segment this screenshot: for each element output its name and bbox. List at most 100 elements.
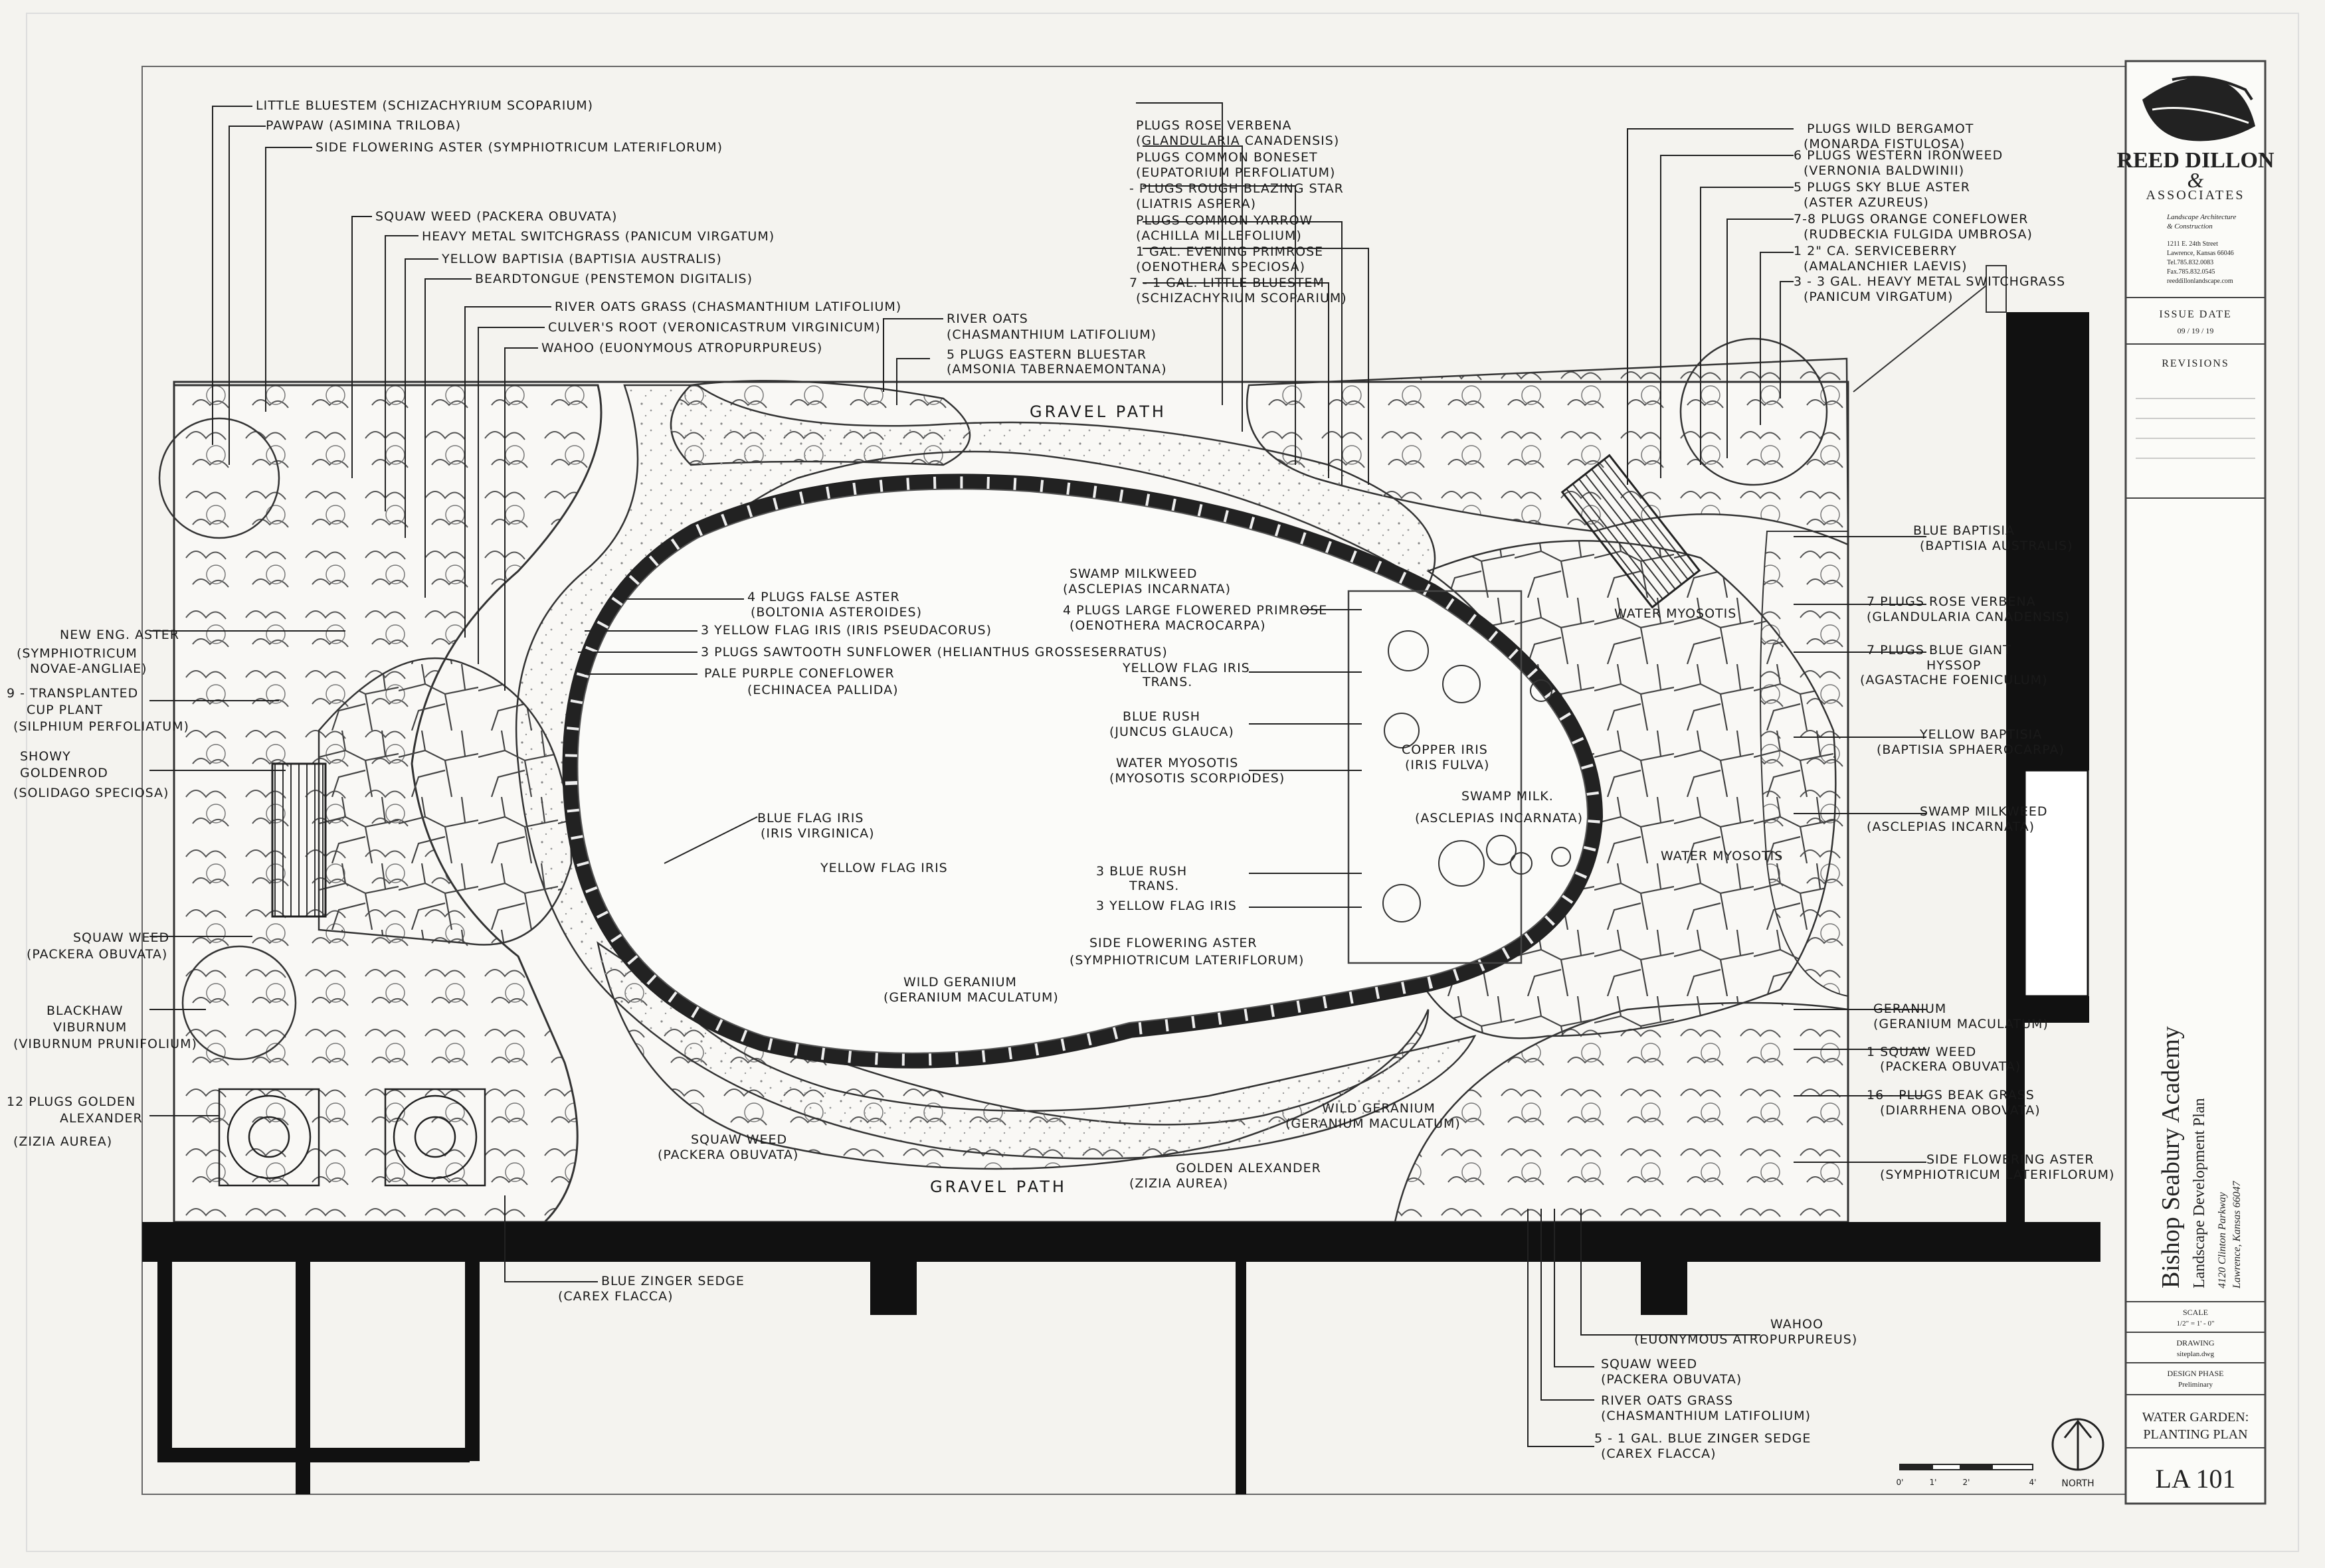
plan-label: (JUNCUS GLAUCA) <box>1109 725 1234 739</box>
building-interior-right <box>2023 769 2089 998</box>
plan-label: (SILPHIUM PERFOLIATUM) <box>13 719 189 734</box>
plan-label: BLUE BAPTISIA <box>1913 523 2015 538</box>
plan-label: 1 2" CA. SERVICEBERRY <box>1794 244 1957 258</box>
sheet-number: LA 101 <box>2155 1464 2235 1494</box>
project-address-2: Lawrence, Kansas 66047 <box>2231 1180 2243 1289</box>
pond-water <box>577 488 1589 1054</box>
project-title: Bishop Seabury Academy <box>2157 1026 2185 1288</box>
plan-label: NEW ENG. ASTER <box>60 628 179 642</box>
bench-west <box>271 762 327 918</box>
plan-label: 6 PLUGS WESTERN IRONWEED <box>1794 148 2003 163</box>
plan-label: 9 - TRANSPLANTED <box>7 686 138 701</box>
plan-label: (ASCLEPIAS INCARNATA) <box>1063 582 1231 596</box>
plan-label: (EUPATORIUM PERFOLIATUM) <box>1136 165 1335 180</box>
plan-label: SWAMP MILK. <box>1461 789 1554 804</box>
plan-label: (SYMPHIOTRICUM LATERIFLORUM) <box>1880 1168 2114 1182</box>
plan-label: 7-8 PLUGS ORANGE CONEFLOWER <box>1794 212 2029 226</box>
firm-logo-leaf-icon <box>2142 76 2255 141</box>
plan-label: 4' <box>2029 1478 2037 1487</box>
plan-label: BLUE RUSH <box>1123 709 1200 724</box>
plan-label: 3 YELLOW FLAG IRIS <box>1096 899 1237 913</box>
plan-label: (MONARDA FISTULOSA) <box>1804 137 1965 151</box>
plan-label: (GERANIUM MACULATUM) <box>1285 1116 1461 1131</box>
plan-label: (LIATRIS ASPERA) <box>1136 197 1256 211</box>
plan-label: DRAWING <box>2176 1338 2214 1348</box>
plan-label: (AGASTACHE FOENICULUM) <box>1860 673 2047 687</box>
plan-label: 7 - 1 GAL. LITTLE BLUESTEM <box>1129 276 1325 290</box>
plan-label: (SYMPHIOTRICUM <box>17 646 138 661</box>
plan-label: PALE PURPLE CONEFLOWER <box>704 666 895 681</box>
label-river-oats-grass: RIVER OATS GRASS (CHASMANTHIUM LATIFOLIU… <box>555 300 901 314</box>
plan-label: (OENOTHERA SPECIOSA) <box>1136 260 1305 274</box>
label-eastern-bluestar-sci: (AMSONIA TABERNAEMONTANA) <box>947 362 1167 377</box>
plan-label: (GLANDULARIA CANADENSIS) <box>1136 133 1339 148</box>
label-river-oats: RIVER OATS <box>947 311 1028 326</box>
plan-label: (PACKERA OBUVATA) <box>658 1148 798 1162</box>
plan-label: (OENOTHERA MACROCARPA) <box>1070 618 1266 633</box>
north-label: NORTH <box>2061 1478 2094 1489</box>
aquatic-planting-zone <box>1347 590 1523 964</box>
labels-top-left: LITTLE BLUESTEM (SCHIZACHYRIUM SCOPARIUM… <box>256 98 901 355</box>
plan-label: (VIBURNUM PRUNIFOLIUM) <box>13 1037 197 1051</box>
plan-label: Landscape Architecture <box>2166 213 2236 221</box>
plan-label: Tel.785.832.0083 <box>2167 259 2213 266</box>
plan-label: WAHOO <box>1770 1317 1823 1332</box>
plan-label: WILD GERANIUM <box>903 975 1017 990</box>
sheet-title-1: WATER GARDEN: <box>2142 1410 2249 1425</box>
tree-symbols <box>158 337 1828 1061</box>
plan-label: (SCHIZACHYRIUM SCOPARIUM) <box>1136 291 1347 305</box>
plan-label: COPPER IRIS <box>1402 742 1488 757</box>
plan-label: 5 PLUGS SKY BLUE ASTER <box>1794 180 1970 195</box>
door-frame <box>1986 265 2007 313</box>
plan-label: 7 PLUGS ROSE VERBENA <box>1867 594 2036 609</box>
plan-label: (RUDBECKIA FULGIDA UMBROSA) <box>1804 227 2033 242</box>
plan-label: (ASCLEPIAS INCARNATA) <box>1415 811 1583 826</box>
scale-bar: 0' 1' 2' 4' <box>1897 1464 2037 1487</box>
plan-label: (SYMPHIOTRICUM LATERIFLORUM) <box>1070 953 1304 968</box>
gravel-path-label-south: GRAVEL PATH <box>930 1177 1067 1196</box>
plan-label: Lawrence, Kansas 66046 <box>2167 250 2234 257</box>
plan-label: Fax.785.832.0545 <box>2167 268 2215 276</box>
plan-label: HYSSOP <box>1926 658 1981 673</box>
title-block: REED DILLON & ASSOCIATES Landscape Archi… <box>2116 60 2275 1505</box>
plan-label: GERANIUM <box>1873 1002 1946 1016</box>
plan-label: (CAREX FLACCA) <box>1601 1446 1717 1461</box>
label-little-bluestem: LITTLE BLUESTEM (SCHIZACHYRIUM SCOPARIUM… <box>256 98 593 113</box>
plan-label: (EUONYMOUS ATROPURPUREUS) <box>1634 1332 1857 1347</box>
plan-label: (ACHILLA MILLEFOLIUM) <box>1136 228 1302 243</box>
plan-label: SIDE FLOWERING ASTER <box>1926 1152 2094 1167</box>
plan-label: (GERANIUM MACULATUM) <box>1873 1017 2049 1031</box>
plan-label: 3 PLUGS SAWTOOTH SUNFLOWER (HELIANTHUS G… <box>701 645 1168 659</box>
issue-date-label: ISSUE DATE <box>2159 309 2231 320</box>
building-walls <box>142 312 2100 1494</box>
plan-label: 3 BLUE RUSH <box>1096 864 1187 879</box>
sheet-title-2: PLANTING PLAN <box>2143 1427 2247 1442</box>
firm-name-2: ASSOCIATES <box>2146 188 2245 203</box>
plan-label: 1 GAL. EVENING PRIMROSE <box>1136 244 1323 259</box>
plan-label: (ZIZIA AUREA) <box>1129 1176 1228 1191</box>
plan-label: SWAMP MILKWEED <box>1070 566 1198 581</box>
labels-bottom: BLUE ZINGER SEDGE (CAREX FLACCA) WAHOO (… <box>558 1274 1857 1461</box>
label-side-flowering-aster: SIDE FLOWERING ASTER (SYMPHIOTRICUM LATE… <box>316 140 723 155</box>
plan-label: siteplan.dwg <box>2177 1350 2214 1358</box>
plan-label: (CAREX FLACCA) <box>558 1289 674 1304</box>
plan-label: 4 PLUGS LARGE FLOWERED PRIMROSE <box>1063 603 1327 618</box>
plan-label: VIBURNUM <box>53 1020 127 1035</box>
plan-label: (AMALANCHIER LAEVIS) <box>1804 259 1968 274</box>
door-swing <box>1853 285 1987 392</box>
plan-label: (IRIS FULVA) <box>1405 758 1489 772</box>
plan-label: (PANICUM VIRGATUM) <box>1804 290 1953 304</box>
plan-label: SCALE <box>2183 1308 2208 1317</box>
labels-top-right-b: PLUGS WILD BERGAMOT (MONARDA FISTULOSA) … <box>1794 122 2065 304</box>
plan-label: 3 YELLOW FLAG IRIS (IRIS PSEUDACORUS) <box>701 623 992 638</box>
plan-label: BLUE FLAG IRIS <box>757 811 864 826</box>
plan-label: (VERNONIA BALDWINII) <box>1804 163 1964 178</box>
labels-left: NEW ENG. ASTER (SYMPHIOTRICUM NOVAE-ANGL… <box>7 628 197 1149</box>
plan-label: (GLANDULARIA CANADENSIS) <box>1867 610 2070 624</box>
plan-label: WATER MYOSOTIS <box>1614 606 1736 621</box>
plan-label: BLACKHAW <box>46 1003 123 1018</box>
plan-label: 4 PLUGS FALSE ASTER <box>747 590 900 604</box>
sheet-outer-border <box>26 13 2299 1552</box>
plan-label: 2' <box>1963 1478 1970 1487</box>
